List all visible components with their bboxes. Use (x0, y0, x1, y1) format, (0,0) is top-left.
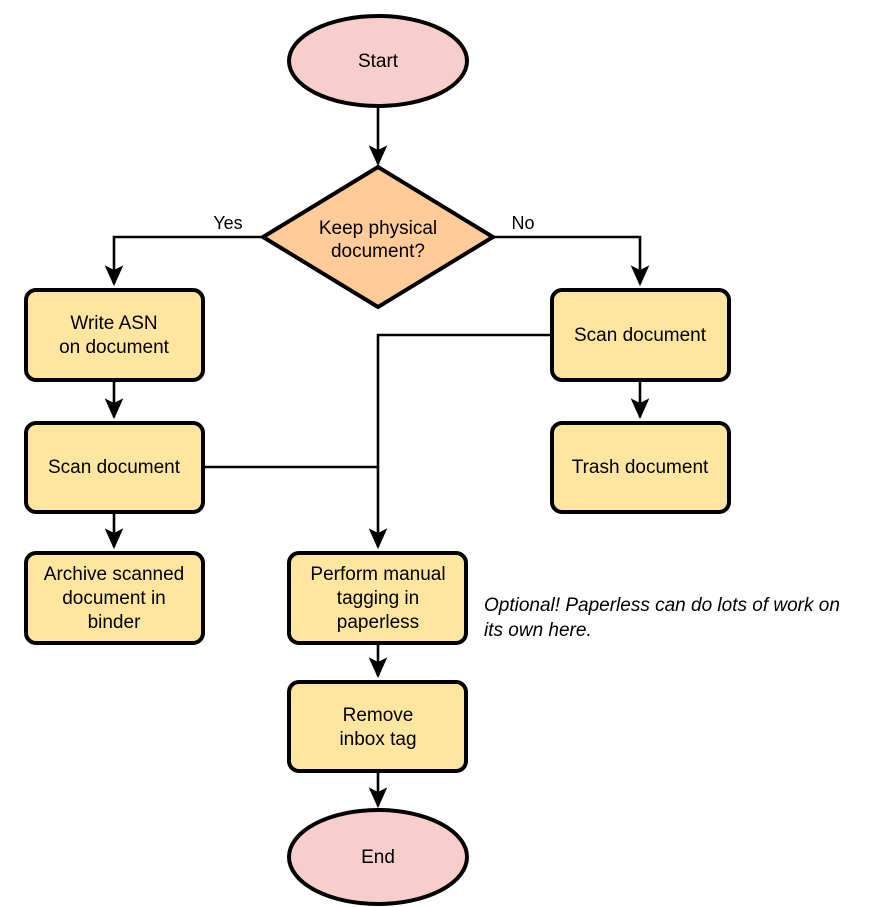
node-trash-document[interactable] (550, 421, 731, 514)
node-end[interactable] (287, 808, 469, 906)
node-decision-label-line1: Keep physical (319, 218, 437, 239)
node-archive-label-line3: binder (88, 612, 141, 633)
node-manual-tagging-label-line2: tagging in (337, 588, 419, 609)
annotation-optional-note-line2: its own here. (484, 620, 592, 641)
edge-label-yes: Yes (213, 213, 242, 233)
node-scan-document-right[interactable] (550, 288, 731, 382)
edge-scan-right-to-manual-tagging (368, 333, 552, 550)
node-manual-tagging-label-line3: paperless (337, 612, 419, 633)
edge-decision-yes-to-write-asn (104, 235, 263, 287)
node-decision-label-line2: document? (331, 241, 425, 262)
node-trash-document-label: Trash document (572, 457, 709, 478)
node-scan-document-right-label: Scan document (574, 325, 707, 346)
node-manual-tagging-label-line1: Perform manual (310, 564, 445, 585)
edge-label-no: No (511, 213, 534, 233)
node-manual-tagging[interactable] (287, 551, 468, 645)
node-remove-inbox-tag[interactable] (287, 680, 468, 773)
node-end-label: End (361, 847, 395, 868)
node-write-asn-label-line2: on document (59, 337, 170, 358)
node-remove-inbox-tag-label-line1: Remove (343, 705, 414, 726)
annotation-optional-note-line1: Optional! Paperless can do lots of work … (484, 595, 840, 616)
node-scan-document-left-label: Scan document (48, 457, 181, 478)
node-start-label: Start (358, 51, 399, 72)
node-archive-label-line2: document in (62, 588, 166, 609)
node-write-asn-label-line1: Write ASN (70, 313, 157, 334)
node-start[interactable] (287, 14, 469, 108)
edge-decision-no-to-scan-right (493, 235, 650, 287)
node-archive-label-line1: Archive scanned (44, 564, 184, 585)
node-write-asn[interactable] (24, 288, 205, 382)
node-remove-inbox-tag-label-line2: inbox tag (339, 729, 416, 750)
node-decision-keep-physical-document[interactable] (259, 164, 497, 310)
node-scan-document-left[interactable] (24, 421, 205, 514)
node-archive-in-binder[interactable] (24, 551, 205, 645)
